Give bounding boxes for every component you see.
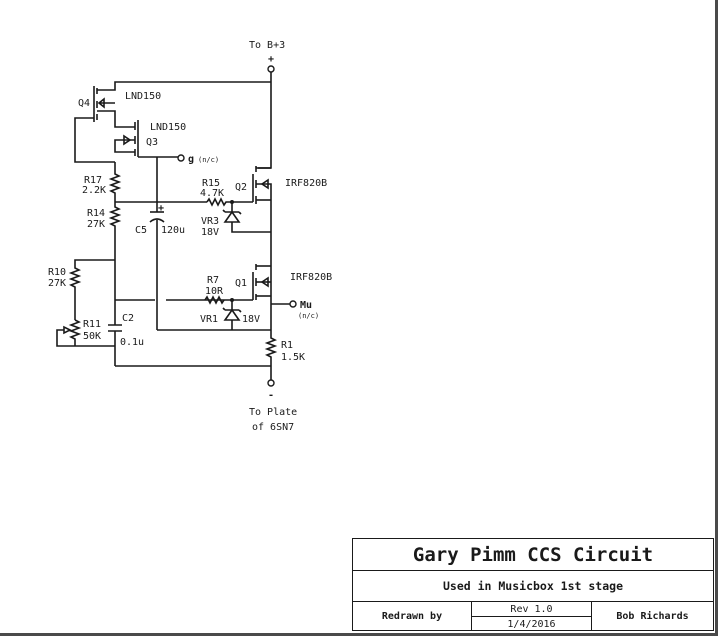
zener-vr3 (222, 202, 271, 233)
zener-vr1 (222, 300, 242, 330)
wire-bplus-q4-drain (97, 81, 271, 91)
resistor-r14 (108, 202, 122, 300)
c2-value: 0.1u (120, 337, 144, 348)
frame-border-right (715, 0, 718, 634)
vr1-ref: VR1 (200, 314, 218, 325)
c2-ref: C2 (122, 313, 134, 324)
vr1-value: 18V (242, 314, 260, 325)
q4-ref: Q4 (78, 98, 90, 109)
q3-ref: Q3 (146, 137, 158, 148)
wire-bplus-rail (258, 72, 272, 169)
redrawn-label: Redrawn by (353, 602, 472, 631)
title-block: Gary Pimm CCS Circuit Used in Musicbox 1… (352, 538, 714, 631)
r17-ref: R17 (84, 175, 102, 186)
revision-cell: Rev 1.0 1/4/2016 (472, 602, 592, 631)
r1-ref: R1 (281, 340, 293, 351)
c5-ref: C5 (135, 225, 147, 236)
c5-value: 120u (161, 225, 185, 236)
r15-value: 4.7K (200, 188, 224, 199)
title-block-footer: Redrawn by Rev 1.0 1/4/2016 Bob Richards (353, 602, 713, 631)
mu-label: Mu (300, 300, 312, 311)
transistor-q2 (252, 166, 272, 300)
plate-label-1: To Plate (249, 407, 297, 418)
r17-value: 2.2K (82, 185, 106, 196)
frame-border-bottom (0, 633, 718, 636)
q1-ref: Q1 (235, 278, 247, 289)
plate-polarity: - (268, 390, 274, 401)
r14-value: 27K (87, 219, 105, 230)
resistor-r15 (206, 197, 253, 207)
mu-terminal[interactable] (289, 300, 297, 308)
transistor-q1 (252, 264, 290, 305)
r15-ref: R15 (202, 178, 220, 189)
revision: Rev 1.0 (472, 602, 591, 617)
r14-ref: R14 (87, 208, 105, 219)
q2-ref: Q2 (235, 182, 247, 193)
vr3-value: 18V (201, 227, 219, 238)
author: Bob Richards (616, 611, 689, 622)
vr3-ref: VR3 (201, 216, 219, 227)
mu-note: (n/c) (298, 312, 319, 320)
potentiometer-r11[interactable] (68, 319, 82, 346)
b-plus-polarity: + (268, 54, 274, 65)
r10-value: 27K (48, 278, 66, 289)
plate-label-2: of 6SN7 (252, 422, 294, 433)
resistor-r7 (204, 295, 225, 305)
r11-wiper (56, 325, 115, 347)
capacitor-c5 (149, 211, 165, 330)
transistor-q3 (114, 120, 178, 158)
c5-polarity: + (158, 203, 164, 214)
q2-part: IRF820B (285, 178, 327, 189)
capacitor-c2 (108, 300, 122, 366)
r11-value: 50K (83, 331, 101, 342)
q1-part: IRF820B (290, 272, 332, 283)
r10-ref: R10 (48, 267, 66, 278)
r7-value: 10R (205, 286, 224, 297)
r7-ref: R7 (207, 275, 219, 286)
resistor-r10 (68, 259, 115, 320)
plate-terminal[interactable] (267, 379, 275, 387)
r11-ref: R11 (83, 319, 101, 330)
resistor-r1 (264, 300, 278, 380)
resistor-r17 (108, 162, 122, 202)
g-note: (n/c) (198, 156, 219, 164)
b-plus-terminal[interactable] (267, 65, 275, 73)
drawing-title: Gary Pimm CCS Circuit (353, 539, 713, 571)
q3-part: LND150 (150, 122, 186, 133)
q4-part: LND150 (125, 91, 161, 102)
drawing-subtitle: Used in Musicbox 1st stage (353, 571, 713, 602)
b-plus-label: To B+3 (249, 40, 285, 51)
g-label: g (188, 154, 194, 165)
date: 1/4/2016 (507, 618, 556, 630)
transistor-q4 (74, 86, 135, 163)
r1-value: 1.5K (281, 352, 305, 363)
g-terminal[interactable] (177, 154, 185, 162)
